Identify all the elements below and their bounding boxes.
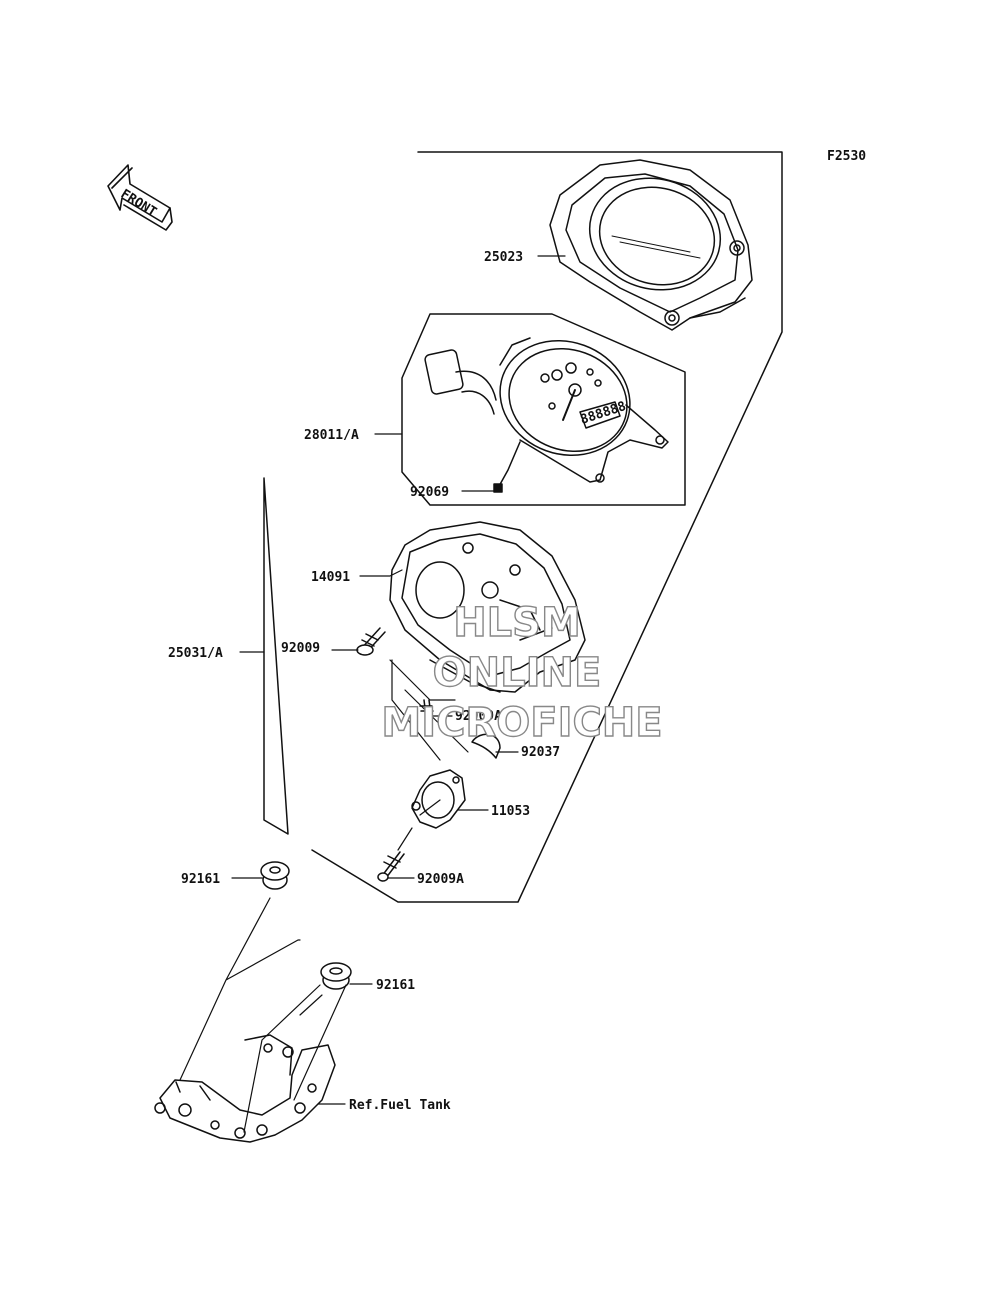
label-11053: 11053 xyxy=(491,804,530,819)
figure-code: F2530 xyxy=(827,149,866,164)
screw-92009-part xyxy=(356,627,386,656)
label-92069: 92069 xyxy=(410,485,449,500)
label-92009A-lower: 92009A xyxy=(417,872,464,887)
screw-92009A-lower-part xyxy=(377,851,405,882)
meter-case-part xyxy=(389,521,586,693)
label-92009: 92009 xyxy=(281,641,320,656)
assembly-outline xyxy=(263,151,783,903)
label-leaders xyxy=(231,255,566,1105)
label-ref-fuel-tank: Ref.Fuel Tank xyxy=(349,1098,451,1113)
label-25023: 25023 xyxy=(484,250,523,265)
watermark-line1: HLSM xyxy=(453,600,581,646)
speedometer-part xyxy=(424,337,669,493)
label-92161-lower: 92161 xyxy=(376,978,415,993)
label-28011A: 28011/A xyxy=(304,428,359,443)
label-92009A-upper: 92009A xyxy=(455,709,502,724)
fuel-tank-bracket-part xyxy=(154,1034,336,1143)
grommet-92161-lower-part xyxy=(320,962,352,990)
grommet-92161-upper-part xyxy=(260,861,290,890)
clip-92037-part xyxy=(471,733,501,759)
watermark-line2: ONLINE xyxy=(433,650,602,696)
label-92037: 92037 xyxy=(521,745,560,760)
label-92161-upper: 92161 xyxy=(181,872,220,887)
label-25031A: 25031/A xyxy=(168,646,223,661)
assembly-lines xyxy=(179,659,469,1133)
bracket-11053-part xyxy=(411,769,466,829)
watermark-line3: MICROFICHE xyxy=(381,700,662,746)
screw-92009A-upper-part xyxy=(419,699,434,717)
meter-subassembly-outline xyxy=(401,313,686,506)
meter-cover-part xyxy=(549,159,753,331)
label-14091: 14091 xyxy=(311,570,350,585)
front-arrow-icon xyxy=(107,164,173,231)
